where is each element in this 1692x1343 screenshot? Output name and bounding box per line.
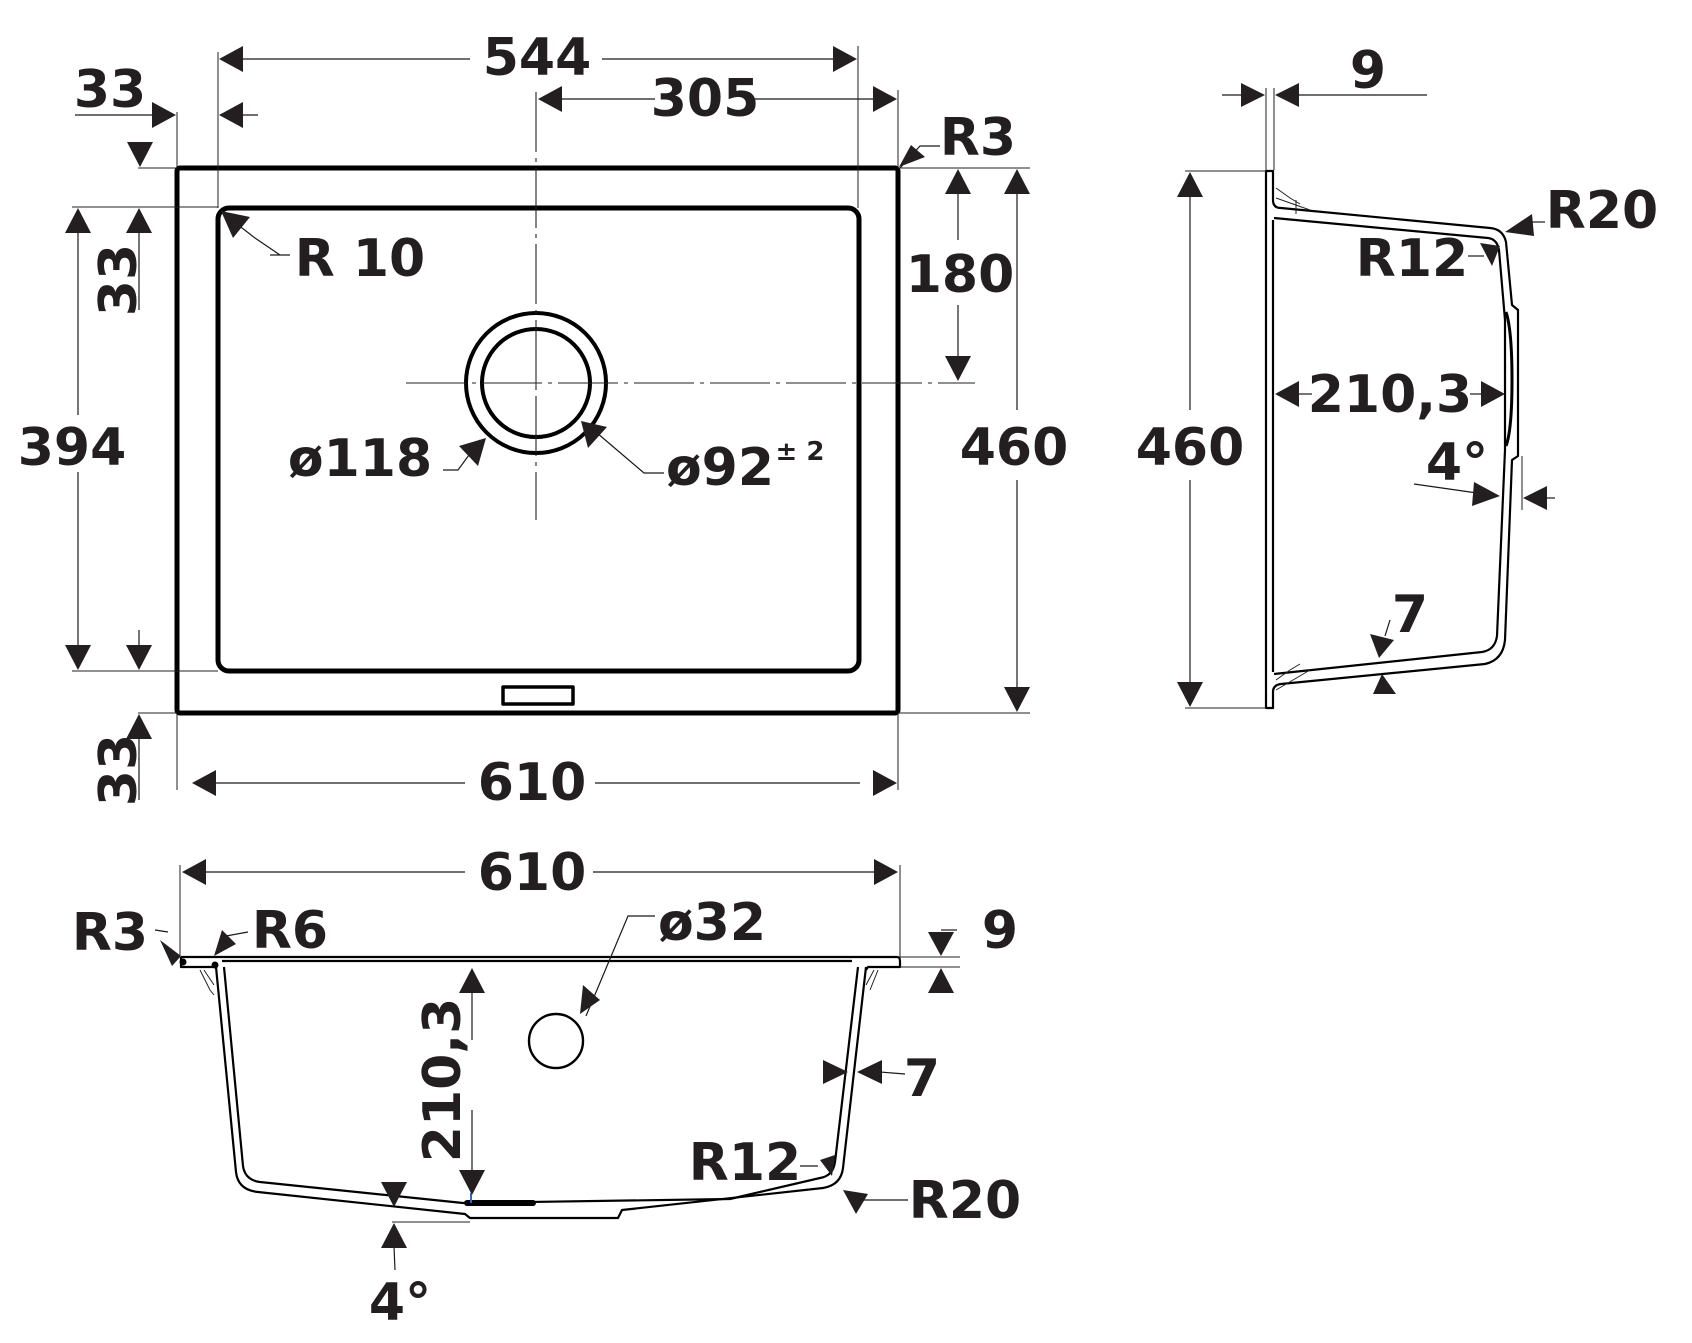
callout-drain-inner: ø92 ± 2 (581, 421, 824, 498)
dim-left-rim: 33 (74, 60, 258, 167)
label-7-side: 7 (1392, 585, 1428, 645)
label-r10: R 10 (295, 229, 426, 289)
dim-label-544: 544 (483, 28, 592, 88)
callout-outer-radius: R3 (899, 108, 1016, 169)
overflow-slot (501, 685, 575, 706)
dim-label-610-plan: 610 (478, 753, 587, 813)
dim-label-33-bottom: 33 (89, 734, 149, 806)
dim-label-180: 180 (906, 245, 1015, 305)
dim-drain-offset-x: 305 (538, 69, 897, 129)
front-bowl-inner (222, 966, 860, 1205)
front-drain-pad (464, 1200, 536, 1206)
dim-front-overall-width: 610 (179, 843, 901, 957)
label-4deg-front: 4° (369, 1273, 431, 1333)
dim-front-bottom-angle: 4° (369, 1182, 470, 1333)
label-diameter-118: ø118 (288, 429, 432, 489)
label-r20-side: R20 (1546, 181, 1658, 241)
dim-bowl-width: 544 (219, 28, 857, 88)
dim-top-rim: 33 (89, 208, 152, 316)
dim-side-wall-angle: 4° (1413, 433, 1555, 510)
dim-side-wall-thickness: 7 (1370, 585, 1428, 694)
side-flange (1264, 169, 1520, 710)
side-drain-bulge (1504, 311, 1514, 447)
label-r3-front: R3 (72, 903, 148, 963)
label-r20-front: R20 (909, 1171, 1021, 1231)
front-bowl-outer (214, 966, 868, 1220)
label-r12-side: R12 (1356, 229, 1468, 289)
plan-bowl-outline (215, 205, 862, 674)
dim-front-wall-thickness: 7 (823, 1049, 940, 1109)
callout-side-radii: R20 R12 (1356, 181, 1658, 289)
dim-side-bowl-height: 210,3 (1275, 365, 1505, 425)
callout-drain-outer: ø118 (288, 429, 486, 489)
front-view (179, 955, 902, 1220)
side-bowl-inner (1273, 216, 1507, 676)
label-9-side: 9 (1350, 41, 1386, 101)
label-7-front: 7 (904, 1049, 940, 1109)
front-overflow-circle (527, 1012, 585, 1070)
callout-overflow-diameter: ø32 (580, 893, 766, 1017)
label-4deg-side: 4° (1426, 433, 1488, 493)
callout-bowl-radius: R 10 (221, 211, 425, 289)
callout-front-rim-radii: R3 R6 (72, 901, 328, 966)
label-210-3-side: 210,3 (1308, 365, 1472, 425)
side-view (1264, 169, 1520, 710)
label-9-front: 9 (982, 901, 1018, 961)
label-r12-front: R12 (689, 1133, 801, 1193)
label-diameter-92: ø92 (666, 438, 774, 498)
label-r6-front: R6 (252, 901, 328, 961)
dim-label-33-left: 33 (74, 60, 146, 120)
dim-side-overall-depth: 460 (1136, 170, 1266, 709)
label-r3-plan: R3 (940, 108, 1016, 168)
dim-bowl-depth: 394 (18, 208, 127, 670)
dim-front-bowl-height: 210,3 (413, 968, 485, 1195)
dim-bottom-rim: 33 (89, 630, 152, 806)
label-tolerance: ± 2 (776, 437, 825, 467)
dim-label-305: 305 (651, 69, 760, 129)
dim-front-flange: 9 (900, 901, 1018, 993)
dim-plan-overall-width: 610 (192, 753, 897, 813)
plan-view (174, 92, 975, 716)
dim-label-394: 394 (18, 418, 127, 478)
label-diameter-32: ø32 (658, 893, 766, 953)
callout-front-radii: R12 R20 (689, 1133, 1021, 1231)
dim-label-460-plan: 460 (960, 418, 1069, 478)
plan-extension-lines (72, 46, 1030, 790)
dim-drain-offset-y: 180 (906, 169, 1015, 381)
plan-outer-outline (174, 165, 901, 716)
dim-label-33-top: 33 (89, 244, 149, 316)
label-460-side: 460 (1136, 418, 1245, 478)
dim-plan-overall-depth: 460 (960, 169, 1069, 712)
dim-side-flange: 9 (1222, 41, 1427, 170)
label-610-front: 610 (478, 843, 587, 903)
label-210-3-front: 210,3 (413, 998, 473, 1162)
